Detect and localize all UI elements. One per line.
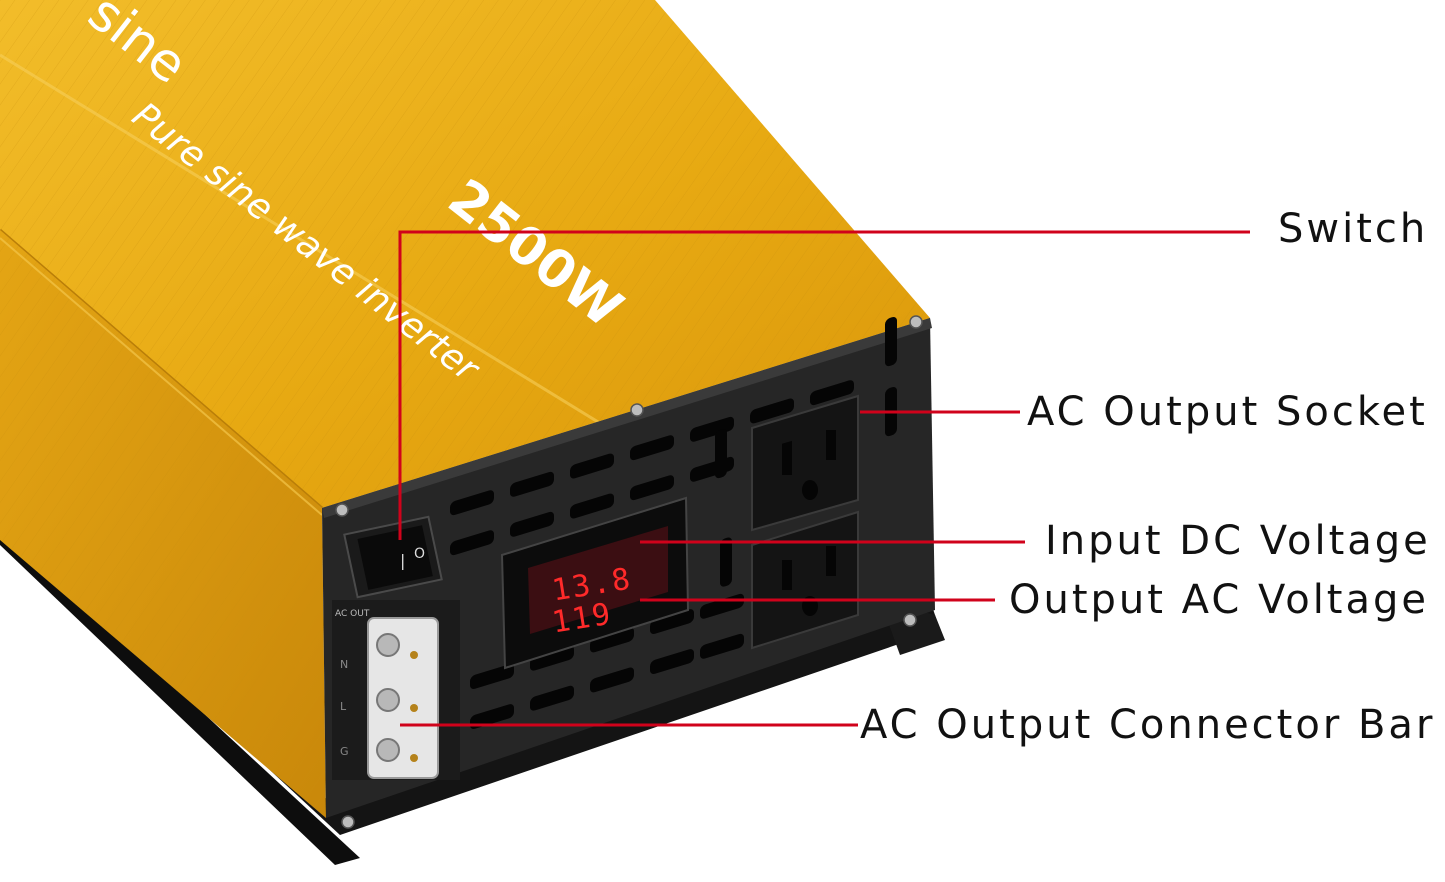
callout-output-ac-voltage: Output AC Voltage — [1009, 577, 1430, 623]
vent-slot — [720, 537, 732, 587]
callout-ac-output-connector-bar: AC Output Connector Bar — [860, 702, 1436, 748]
vent-slot — [810, 380, 854, 406]
ac-output-socket[interactable] — [751, 394, 859, 532]
vent-slots — [450, 317, 897, 730]
front-panel: | O AC OUT N L G 13.8 119 — [322, 315, 935, 829]
socket-slot-icon — [782, 560, 792, 590]
vent-slot — [570, 493, 614, 519]
terminal-screw-icon — [376, 738, 400, 762]
socket-ground-icon — [802, 480, 818, 500]
vent-slot — [650, 649, 694, 674]
callout-input-dc-voltage: Input DC Voltage — [1045, 518, 1431, 564]
switch-on-symbol: | — [400, 551, 405, 570]
callout-ac-output-socket: AC Output Socket — [1027, 389, 1428, 435]
vent-slot — [510, 471, 554, 497]
switch-off-symbol: O — [414, 546, 425, 562]
vent-slot — [530, 685, 574, 711]
vent-slot — [650, 609, 694, 634]
socket-slot-icon — [782, 445, 792, 475]
inverter-body — [0, 0, 930, 818]
socket-slot-icon — [826, 546, 836, 576]
vent-slot — [470, 704, 514, 730]
terminal-letter-g: G — [340, 745, 349, 758]
vent-slot — [450, 490, 494, 516]
screw-icon — [335, 503, 349, 517]
vent-slot — [450, 530, 494, 556]
vent-slot — [885, 317, 897, 367]
screw-icon — [341, 815, 355, 829]
callout-switch: Switch — [1278, 206, 1429, 252]
vent-slot — [590, 627, 634, 653]
vent-slot — [630, 435, 674, 461]
vent-slot — [530, 645, 574, 671]
terminal-screw-icon — [376, 688, 400, 712]
ac-out-label: AC OUT — [335, 609, 370, 619]
vent-slot — [510, 511, 554, 537]
vent-slot — [630, 475, 674, 501]
vent-slot — [590, 667, 634, 693]
vent-slot — [470, 664, 514, 690]
vent-slot — [715, 429, 727, 479]
vent-slot — [570, 453, 614, 479]
screw-icon — [630, 403, 644, 417]
vent-slot — [750, 398, 794, 424]
screw-icon — [909, 315, 923, 329]
screw-icon — [903, 613, 917, 627]
terminal-letter-l: L — [340, 700, 347, 713]
callout-lines — [398, 230, 1250, 727]
power-switch[interactable]: | O — [343, 515, 443, 599]
vent-slot — [690, 416, 734, 442]
socket-slot-icon — [826, 430, 836, 460]
terminal-letter-n: N — [340, 658, 348, 671]
ac-output-connector-bar[interactable]: AC OUT N L G — [332, 600, 460, 780]
terminal-screw-icon — [376, 633, 400, 657]
switch-callout-line — [398, 230, 1250, 540]
vent-slot — [700, 633, 744, 659]
